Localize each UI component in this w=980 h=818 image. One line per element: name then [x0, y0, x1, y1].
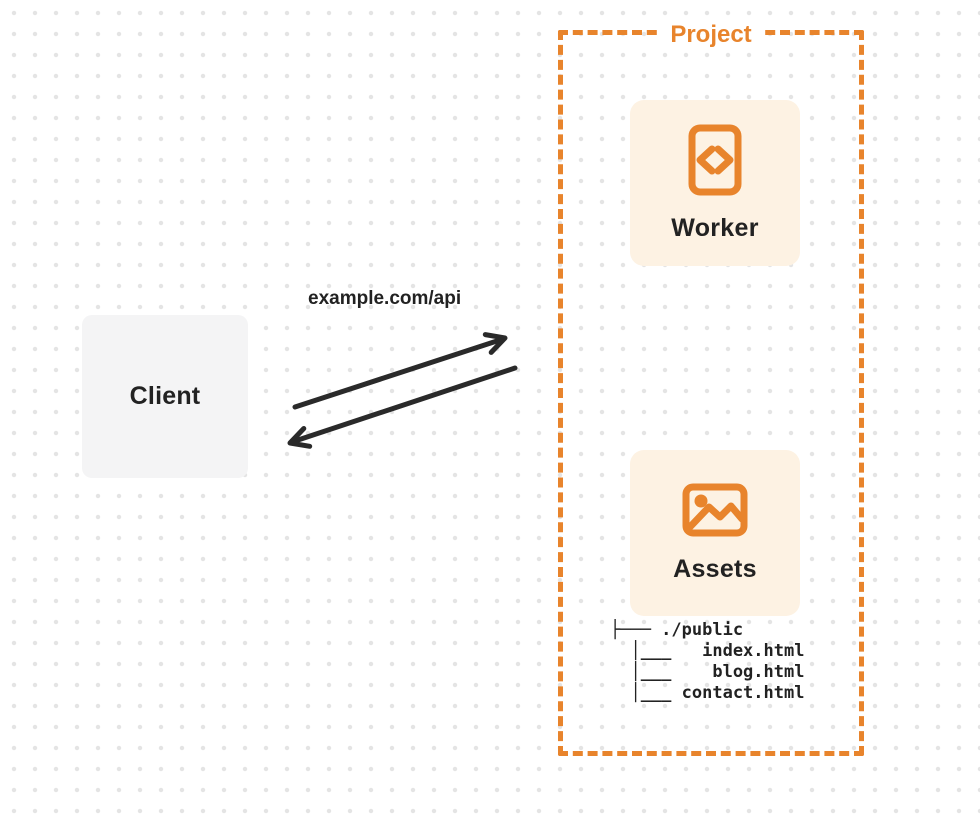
file-tree-line-public: ├─── ./public — [610, 620, 744, 640]
project-container: Project Worker Assets — [558, 20, 864, 756]
assets-file-tree: ├─── ./public │___ index.html │___ blog.… — [610, 620, 804, 704]
worker-node: Worker — [630, 100, 800, 266]
client-label: Client — [129, 382, 201, 410]
project-title: Project — [658, 20, 764, 49]
file-tree-line-blog: │___ blog.html — [610, 662, 805, 682]
code-file-icon — [688, 124, 742, 195]
assets-label: Assets — [673, 554, 757, 583]
request-url-label: example.com/api — [308, 288, 462, 309]
request-arrow — [292, 332, 508, 410]
worker-label: Worker — [671, 213, 759, 242]
assets-node: Assets — [630, 450, 800, 616]
file-tree-line-contact: │___ contact.html — [610, 683, 805, 703]
client-node: Client — [82, 315, 248, 478]
response-arrow — [287, 365, 518, 449]
file-tree-line-index: │___ index.html — [610, 641, 805, 661]
image-icon — [682, 483, 748, 536]
